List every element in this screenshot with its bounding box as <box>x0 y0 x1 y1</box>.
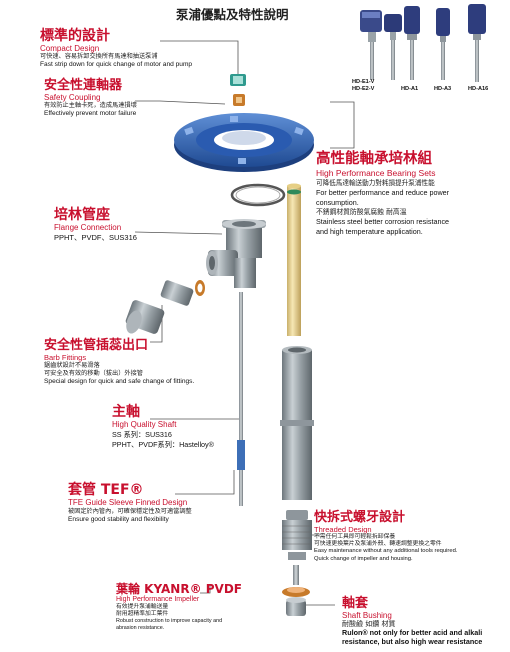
product-thumbnails <box>360 4 486 82</box>
feature-barb: 安全性管插蕊出口 Barb Fittings 鋸齒狀設計不易滑落 可安全及有效的… <box>44 338 194 387</box>
feature-desc-en-2: resistance, but also high wear resistanc… <box>342 636 483 646</box>
feature-title-en: Safety Coupling <box>44 93 101 102</box>
feature-materials: PPHT、PVDF、SUS316 <box>54 233 137 242</box>
model-label-hd-a1: HD-A1 <box>401 86 419 92</box>
snap-ring-part <box>230 183 286 207</box>
feature-impeller: 葉輪 KYANR® PVDF High Performance Impeller… <box>116 583 242 632</box>
feature-title-en: Compact Design <box>40 44 100 53</box>
feature-title-en: Shaft Bushing <box>342 611 392 620</box>
impeller-part <box>282 565 310 616</box>
feature-desc-zh: 耐酸鹼 如鑽 材質 <box>342 620 396 628</box>
feature-title-zh: 標準的設計 <box>40 28 110 44</box>
feature-title-zh: 高性能軸承培林組 <box>316 151 432 167</box>
feature-line-2: PPHT、PVDF系列：Hastelloy® <box>112 440 214 449</box>
bearing-tube-part <box>287 183 301 336</box>
feature-title-zh: 軸套 <box>342 596 369 611</box>
model-label-hd-a3: HD-A3 <box>434 86 452 92</box>
feature-shaft: 主軸 High Quality Shaft SS 系列：SUS316 PPHT、… <box>112 404 214 450</box>
threaded-housing-part <box>282 510 312 560</box>
feature-title-zh: 安全性管插蕊出口 <box>44 338 149 353</box>
feature-desc-zh-1: 鋸齒狀設計不易滑落 <box>44 362 100 369</box>
feature-bearing: 高性能軸承培林組 High Performance Bearing Sets 可… <box>316 151 506 236</box>
leader-lines <box>134 40 355 606</box>
feature-title-zh: 主軸 <box>112 404 140 420</box>
feature-desc-zh: 有效防止主軸卡死，造成馬達損壞 <box>44 102 137 109</box>
feature-title-zh: 套管 TEF® <box>68 482 144 498</box>
feature-desc-en-4: and high temperature application. <box>316 226 423 236</box>
feature-desc-zh: 被固定於內管內，可確保穩定性及可適當調整 <box>68 508 192 515</box>
page-title: 泵浦優點及特性說明 <box>176 7 289 22</box>
feature-desc-zh-2: 耐用超精準加工葉件 <box>116 611 169 618</box>
feature-desc-en: Special design for quick and safe change… <box>44 378 195 386</box>
feature-desc-zh-2: 可安全及有效的移動（拔出）外接管 <box>44 370 143 378</box>
feature-flange: 培林管座 Flange Connection PPHT、PVDF、SUS316 <box>54 207 137 243</box>
feature-desc-en-1: Robust construction to improve capacity … <box>116 618 223 625</box>
feature-desc-zh-1: 有效提升泵浦輸送量 <box>116 604 169 610</box>
barb-fitting-part <box>125 280 205 334</box>
feature-bushing: 軸套 Shaft Bushing 耐酸鹼 如鑽 材質 Rulon® not on… <box>342 597 482 646</box>
feature-desc-zh: 可降低馬達輸送動力對耗損提升泵浦性能 <box>316 179 435 187</box>
shaft-part <box>237 292 245 506</box>
feature-title-en: High Performance Bearing Sets <box>316 168 436 178</box>
feature-compact: 標準的設計 Compact Design 可快速、容易拆卸交換所有馬達和抽送泵浦… <box>40 28 192 69</box>
model-label-hd-a16: HD-A16 <box>468 86 489 92</box>
feature-desc-zh-2: 可快速更換葉片及泵浦外殼、轉速調整更換之零件 <box>314 541 442 548</box>
feature-desc-en-2: consumption. <box>316 197 359 207</box>
feature-desc-en-3: Stainless steel better corrosion resista… <box>316 217 450 227</box>
feature-desc-zh-1: 不需任何工具即可輕鬆拆卸保養 <box>314 534 396 540</box>
feature-title-zh: 培林管座 <box>54 207 110 223</box>
feature-desc-en: Ensure good stability and flexibility <box>68 516 169 524</box>
feature-title-en: High Quality Shaft <box>112 420 177 429</box>
feature-title-en: TFE Guide Sleeve Finned Design <box>68 498 188 507</box>
feature-desc-en-1: Rulon® not only for better acid and alka… <box>342 628 483 637</box>
feature-desc-zh: 可快速、容易拆卸交換所有馬達和抽送泵浦 <box>40 53 158 60</box>
feature-title-en: Flange Connection <box>54 223 122 232</box>
feature-title-zh: 葉輪 KYANR® PVDF <box>116 582 243 596</box>
feature-title-zh: 安全性連軸器 <box>44 78 123 93</box>
feature-threaded: 快拆式螺牙設計 Threaded Design 不需任何工具即可輕鬆拆卸保養 可… <box>314 510 457 563</box>
feature-title-en: Threaded Design <box>314 525 372 534</box>
feature-desc-en-2: Quick change of impeller and housing. <box>314 555 413 562</box>
handwheel-part <box>174 113 314 172</box>
feature-desc-en-1: Easy maintenance without any additional … <box>314 548 458 555</box>
feature-desc-en: Effectively prevent motor failure <box>44 110 137 118</box>
feature-title-en: High Performance Impeller <box>116 596 200 603</box>
feature-desc-en-1: For better performance and reduce power <box>316 188 450 197</box>
feature-desc-en: Fast strip down for quick change of moto… <box>40 61 193 69</box>
model-label-hd-e2-v: HD-E2-V <box>352 86 375 92</box>
feature-desc-en-2: abrasion resistance. <box>116 625 165 632</box>
flange-part <box>206 219 266 288</box>
feature-title-zh: 快拆式螺牙設計 <box>314 510 406 525</box>
feature-coupling: 安全性連軸器 Safety Coupling 有效防止主軸卡死，造成馬達損壞 E… <box>44 78 137 118</box>
coupling-part <box>230 74 246 106</box>
feature-title-en: Barb Fittings <box>44 353 87 362</box>
feature-desc-zh-2: 不銹鋼材質防酸氣腐蝕 耐高溫 <box>316 208 407 217</box>
feature-line-1: SS 系列：SUS316 <box>112 430 172 439</box>
outer-tube-part <box>280 346 314 500</box>
model-label-hd-e1-v: HD-E1-V <box>352 79 375 85</box>
feature-tef: 套管 TEF® TFE Guide Sleeve Finned Design 被… <box>68 482 192 524</box>
